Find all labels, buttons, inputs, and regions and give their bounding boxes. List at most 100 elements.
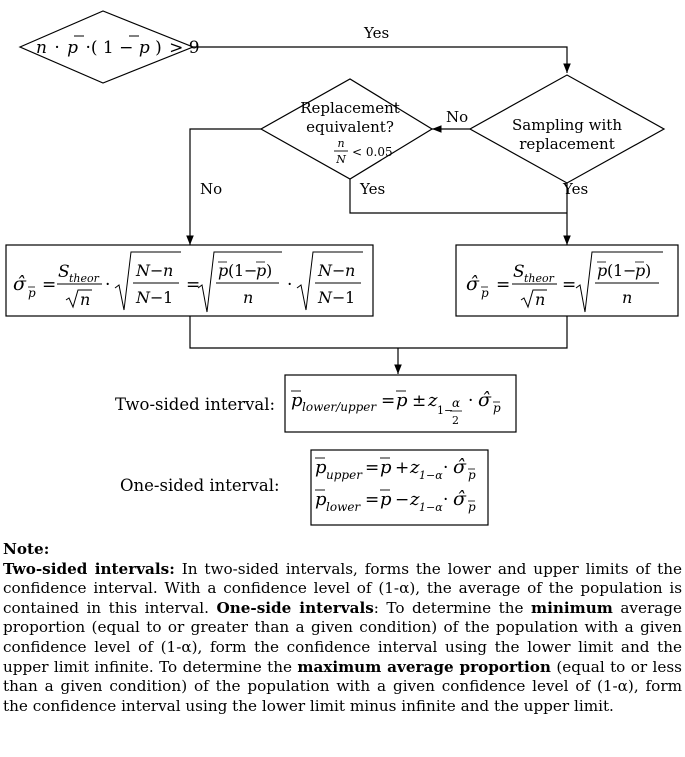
fl-one3: 1 (345, 288, 355, 307)
ts-sub: lower/upper (302, 400, 377, 414)
os-p-upper: p (315, 457, 327, 478)
svg-text:n · p ·(: n · p ·( 1 − p ) > 9 (36, 38, 200, 58)
fl-sqrt-n: n (80, 290, 90, 309)
fr-minus: − (623, 261, 636, 280)
svg-text:(: ( (228, 261, 234, 280)
fr-sigma-sub: p (481, 286, 489, 300)
fl-eq1: = (42, 275, 56, 295)
fr-p1: p (597, 261, 607, 280)
decision-replacement: Replacement equivalent? n N < 0.05 (259, 78, 434, 180)
fr-eq2: = (562, 275, 576, 295)
arrow-replacement-no (186, 128, 261, 245)
os-zsub-u: 1−α (419, 469, 443, 482)
svg-text:): ) (266, 261, 272, 280)
one-sided-label: One-sided interval: (120, 476, 280, 495)
os-sigma-sub-l: p (468, 500, 476, 514)
fl-dot1: · (105, 275, 110, 295)
fl-minus3: − (244, 261, 257, 280)
svg-text:=: = (365, 458, 379, 478)
sampling-line1: Sampling with (512, 116, 622, 134)
os-zsub-l: 1−α (419, 501, 443, 514)
start-minus: − (119, 38, 133, 58)
fl-one1: 1 (163, 288, 173, 307)
fr-eq1: = (496, 275, 510, 295)
ts-one-minus: 1− (437, 404, 453, 417)
ts-z: z (427, 390, 438, 411)
note-section: Note: Two-sided intervals: In two-sided … (3, 540, 682, 716)
fl-sigma-sub: p (28, 286, 36, 300)
fl-n2: n (243, 288, 253, 307)
os-z-u: z (409, 457, 420, 478)
fl-p1: p (218, 261, 228, 280)
svg-text:·: · (443, 490, 448, 510)
fr-one: 1 (613, 261, 623, 280)
arrow-start-yes (193, 46, 571, 73)
fl-n3: n (345, 261, 355, 280)
fr-sigma: σ̂ (466, 273, 480, 295)
os-sigma-sub-u: p (468, 468, 476, 482)
os-z-l: z (409, 489, 420, 510)
note-two-text: In two-sided intervals, forms the lower … (3, 559, 682, 617)
os-pbar-l: p (380, 489, 392, 510)
fr-n: n (622, 288, 632, 307)
note-one-text-a: : To determine the (373, 598, 532, 617)
ts-two: 2 (452, 414, 459, 427)
fl-N3: N (317, 261, 333, 280)
ts-alpha: α (452, 396, 460, 410)
one-sided-box: p upper = p + z 1−α · σ̂ p p lower = p −… (310, 449, 489, 526)
label-sampling-yes: Yes (562, 180, 588, 198)
decision-sampling: Sampling with replacement (468, 74, 666, 184)
fr-s: S (513, 262, 525, 282)
fl-minus5: − (332, 288, 345, 307)
fl-eq2: = (186, 275, 200, 295)
formula-box-right: σ̂ p = S theor n = p ( 1 − p ) n (455, 244, 679, 317)
svg-text:): ) (645, 261, 651, 280)
fl-minus1: − (150, 261, 163, 280)
replacement-line2: equivalent? (306, 118, 394, 136)
note-one-text-c: (equal to or less than a given condition… (3, 657, 682, 715)
fl-theor: theor (69, 272, 100, 285)
two-sided-label: Two-sided interval: (115, 395, 275, 414)
fr-p2: p (635, 261, 645, 280)
replacement-diamond-outline (259, 78, 434, 180)
replacement-cond: < 0.05 (352, 145, 393, 159)
fl-N1: N (135, 261, 151, 280)
label-replacement-no: No (446, 108, 468, 126)
start-decision: n · p ·( 1 − p ) > 9 (18, 10, 200, 84)
fl-n1: n (163, 261, 173, 280)
svg-text:(: ( (607, 261, 613, 280)
arrow-replacement-yes (349, 179, 567, 214)
sampling-line2: replacement (519, 135, 614, 153)
note-one-title: One-side intervals (216, 598, 374, 617)
formula-box-left: σ̂ p = S theor n · N − n N − 1 = p ( 1 −… (5, 244, 374, 317)
start-gt: > 9 (169, 38, 199, 58)
start-p: p (67, 38, 78, 58)
fl-minus4: − (332, 261, 345, 280)
note-maximum: maximum average proportion (297, 657, 551, 676)
label-start-yes: Yes (363, 24, 389, 42)
fr-sqrt-n: n (535, 290, 545, 309)
label-replacement-yes: Yes (359, 180, 385, 198)
start-one: 1 (103, 38, 114, 58)
os-sigma-l: σ̂ (453, 488, 467, 510)
svg-text:·: · (443, 458, 448, 478)
ts-pm: ± (412, 391, 426, 411)
two-sided-frame (284, 374, 517, 433)
replacement-frac-num: n (337, 137, 344, 150)
svg-text:·: · (468, 391, 473, 411)
fl-dot2: · (287, 275, 292, 295)
fl-N4: N (317, 288, 333, 307)
merge-line (189, 316, 568, 349)
label-left-no: No (200, 180, 222, 198)
fr-theor: theor (524, 272, 555, 285)
replacement-frac-den: N (335, 153, 346, 166)
start-n: n (36, 38, 47, 58)
ts-sigma-sub: p (493, 401, 501, 415)
fl-N2: N (135, 288, 151, 307)
fl-minus2: − (150, 288, 163, 307)
os-plus: + (395, 458, 409, 478)
note-heading: Note: (3, 540, 50, 558)
two-sided-box: p lower/upper = p ± z 1− α 2 · σ̂ p (284, 374, 517, 433)
ts-pbar: p (396, 390, 408, 411)
svg-text:=: = (365, 490, 379, 510)
